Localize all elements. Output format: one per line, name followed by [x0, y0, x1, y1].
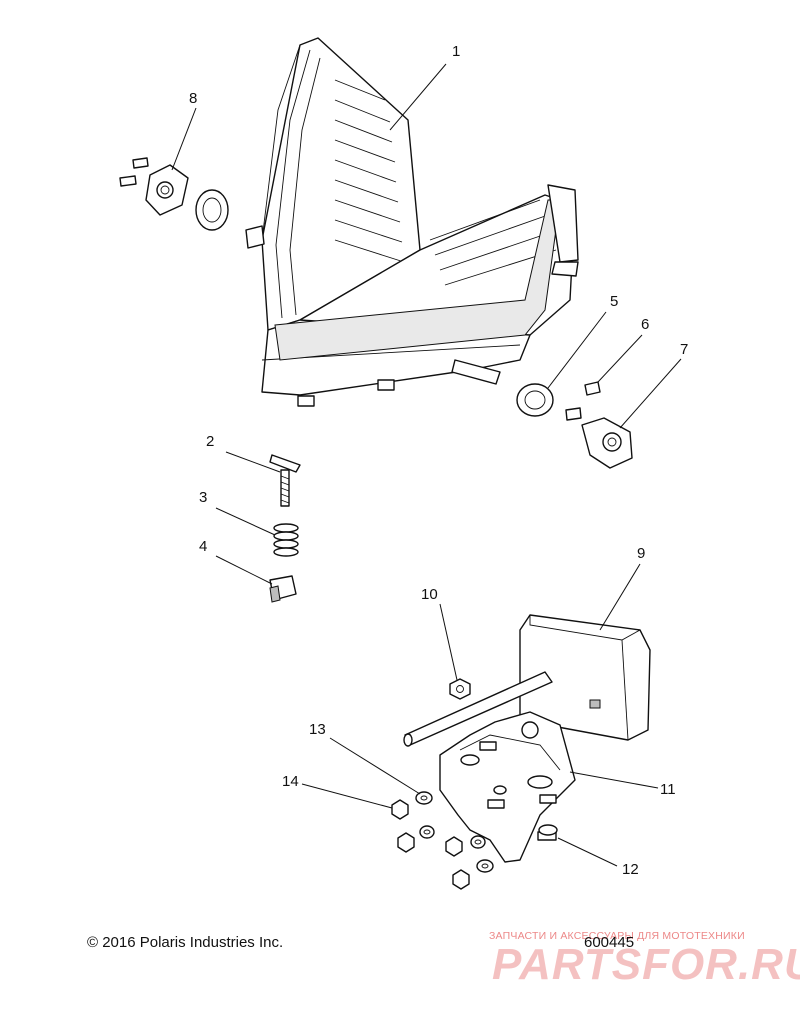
callout-5: 5: [610, 293, 618, 310]
right-screws: [565, 381, 601, 421]
leader-lines: [171, 63, 682, 867]
adjuster-clip: [269, 575, 297, 603]
callout-7: 7: [680, 341, 688, 358]
washers: [415, 791, 494, 873]
copyright-notice: © 2016 Polaris Industries Inc.: [87, 934, 284, 951]
callout-3: 3: [199, 489, 207, 506]
callout-numbers: 1 2 3 4 5 6 7 8 9 10 11 12 13 14: [189, 43, 688, 878]
callout-2: 2: [206, 433, 214, 450]
support-rod: [403, 671, 553, 747]
callout-12: 12: [622, 861, 639, 878]
callout-6: 6: [641, 316, 649, 333]
callout-10: 10: [421, 586, 438, 603]
callout-4: 4: [199, 538, 207, 555]
callout-9: 9: [637, 545, 645, 562]
headlight-assembly: [245, 37, 579, 407]
flange-nut-top: [449, 678, 471, 700]
document-number: 600445: [584, 934, 635, 951]
callout-14: 14: [282, 773, 299, 790]
bracket-bolts: [479, 741, 558, 841]
callout-8: 8: [189, 90, 197, 107]
module-bracket: [439, 711, 576, 863]
watermark-brand: PARTSFOR.RU: [492, 940, 800, 989]
spring: [273, 523, 299, 557]
right-mount-bracket: [581, 417, 633, 469]
left-grommet: [195, 189, 229, 231]
watermark-tagline: ЗАПЧАСТИ И АКСЕССУАРЫ ДЛЯ МОТОТЕХНИКИ: [489, 930, 745, 942]
left-screws: [119, 157, 149, 187]
electronic-module: [519, 614, 651, 741]
callout-13: 13: [309, 721, 326, 738]
callout-1: 1: [452, 43, 460, 60]
hex-nuts: [391, 799, 470, 890]
right-grommet: [516, 383, 554, 417]
t-bolt: [269, 454, 301, 507]
left-mount-bracket: [145, 164, 189, 216]
callout-11: 11: [660, 781, 676, 798]
